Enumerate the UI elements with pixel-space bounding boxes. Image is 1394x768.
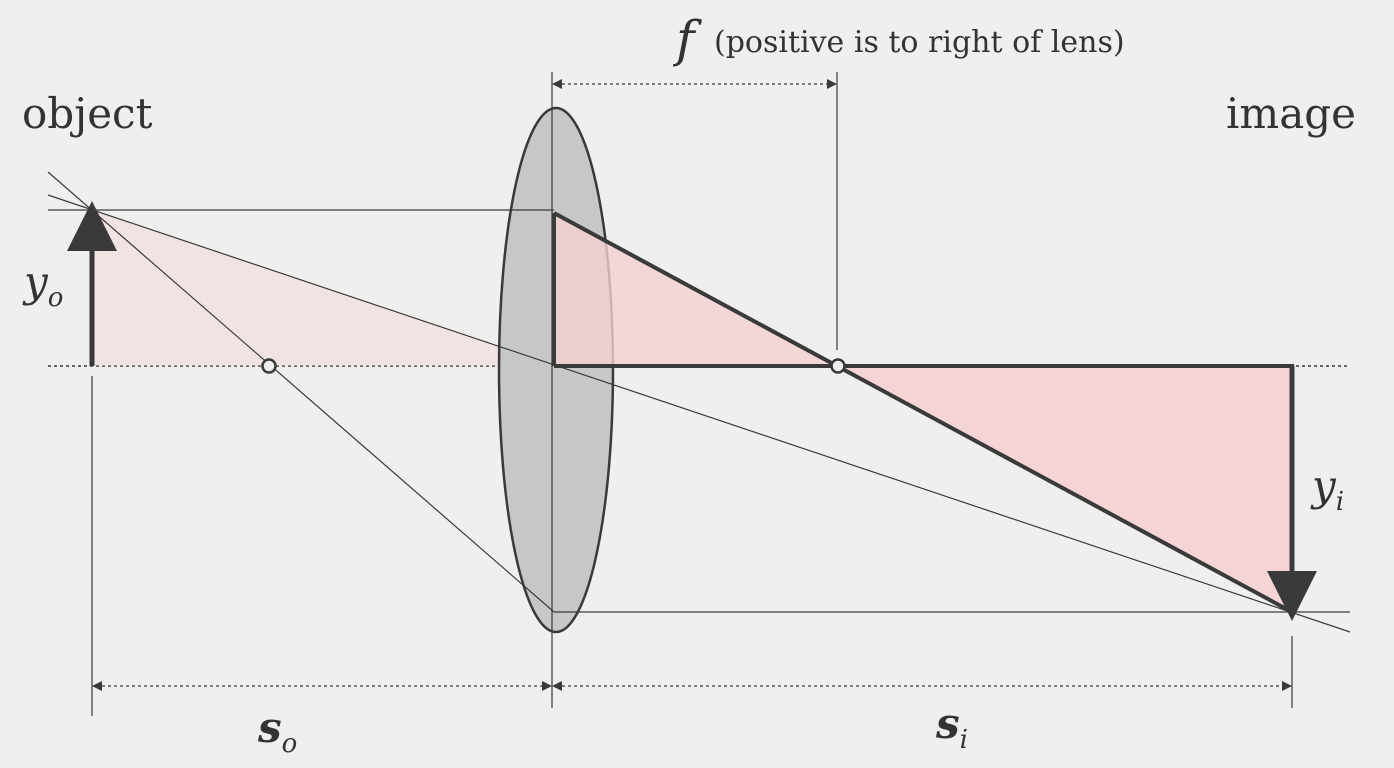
object-label: object [22,89,153,138]
chief-ray [47,194,1351,633]
image-distance-label: si [935,699,968,755]
yi-main: y [1310,461,1337,510]
back-focal-point [830,358,846,374]
si-arrow-right [1282,681,1292,691]
focal-length-note: (positive is to right of lens) [714,25,1125,60]
object-distance-label: so [257,703,297,759]
image-height-label: yi [1310,461,1344,517]
so-main: s [257,703,282,752]
yi-sub: i [1336,487,1344,517]
so-arrow-right [542,681,552,691]
si-sub: i [960,725,968,755]
focal-dim-arrow-left [552,79,562,89]
object-height-label: yo [22,257,63,313]
so-arrow-left [92,681,102,691]
lens [497,106,615,634]
object-shade-triangle [92,210,552,366]
yo-sub: o [48,283,64,313]
image-label: image [1226,89,1356,138]
focal-ray-in [47,171,555,613]
so-sub: o [282,729,298,759]
yo-main: y [22,257,49,306]
si-main: s [935,699,960,748]
front-focal-point [261,358,277,374]
si-arrow-left [552,681,562,691]
focal-dim-arrow-right [827,79,837,89]
refracted-ray [553,211,1293,614]
